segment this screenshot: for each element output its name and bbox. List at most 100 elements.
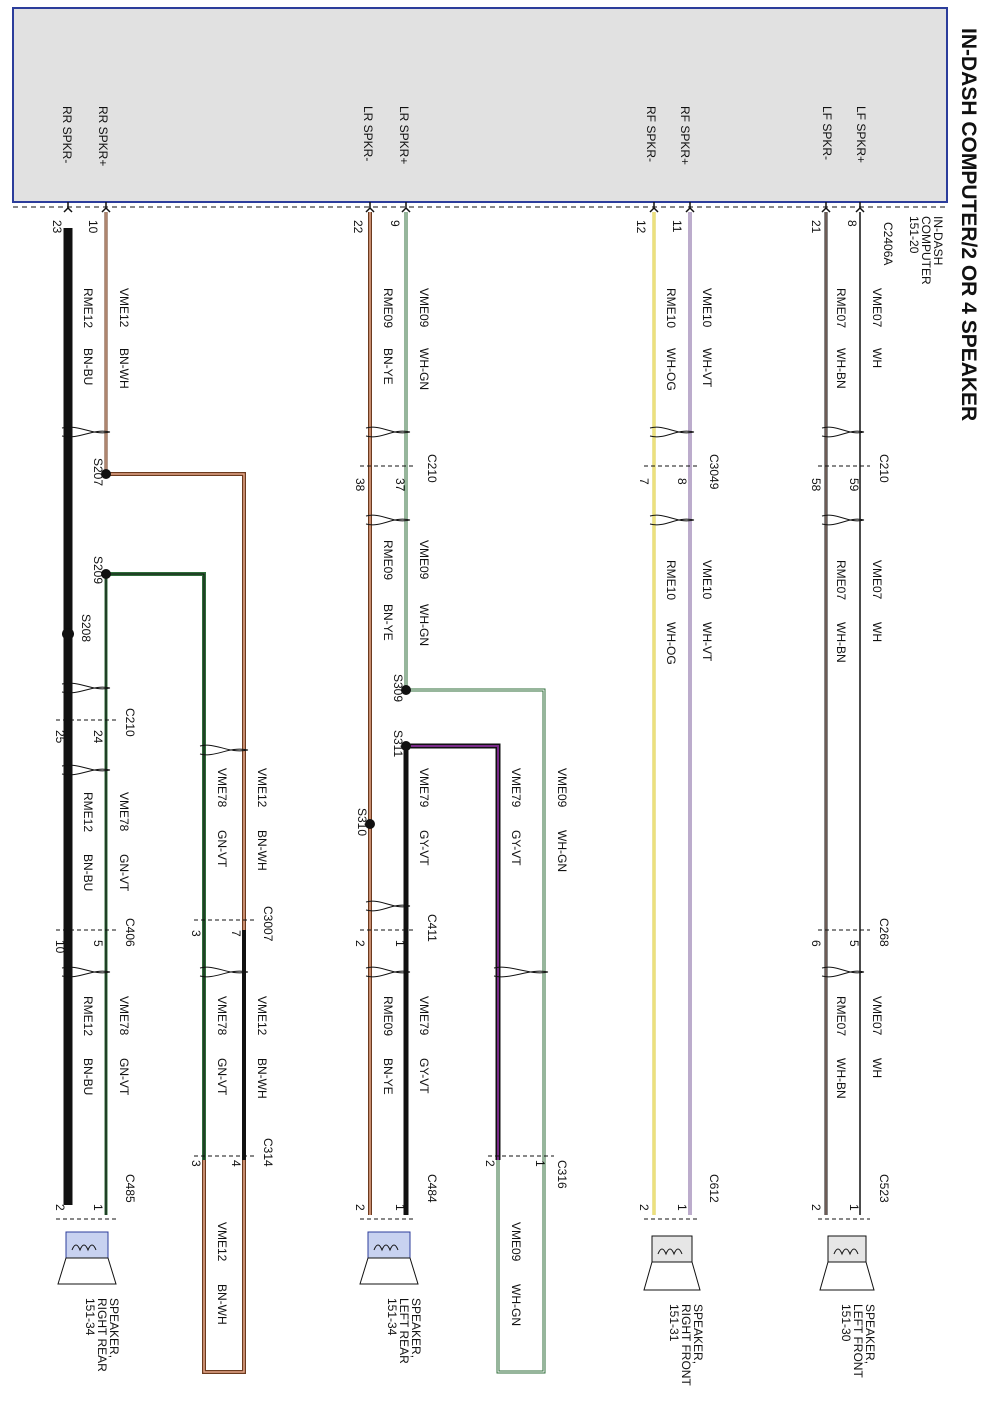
label-gnvt: GN-VT <box>215 830 229 868</box>
label-gyvt: GY-VT <box>509 830 523 866</box>
label-bnwh: BN-WH <box>215 1284 229 1325</box>
module-box <box>12 7 948 203</box>
label-name: SPEAKER, <box>863 1304 877 1364</box>
label-p25: 25 <box>53 730 67 744</box>
label-vme79: VME79 <box>417 996 431 1036</box>
label-p2: 2 <box>637 1204 651 1211</box>
label-ref: 151-30 <box>839 1304 853 1342</box>
label-c523: C523 <box>877 1174 891 1203</box>
pin-num-22: 22 <box>351 220 365 234</box>
label-bnbu: BN-BU <box>81 348 95 385</box>
diagram-title: IN-DASH COMPUTER/2 OR 4 SPEAKER <box>957 28 980 421</box>
pin-num-10: 10 <box>86 220 100 234</box>
label-p8: 8 <box>675 478 689 485</box>
label-name: SPEAKER, <box>691 1304 705 1364</box>
label-p1: 1 <box>533 1160 547 1167</box>
label-bnbu: BN-BU <box>81 854 95 891</box>
label-p7: 7 <box>637 478 651 485</box>
label-ref: 151-34 <box>83 1298 97 1336</box>
label-c210: C210 <box>123 708 137 737</box>
label-p59: 59 <box>847 478 861 492</box>
label-p6: 6 <box>809 940 823 947</box>
label-rme10: RME10 <box>664 288 678 328</box>
label-s309: S309 <box>391 674 405 702</box>
lf-wire-labels: VME07 WH RME07 WH-BN VME07 WH RME07 WH-B… <box>809 288 891 1211</box>
label-c210: C210 <box>877 454 891 483</box>
label-c484: C484 <box>425 1174 439 1203</box>
label-rme09: RME09 <box>381 288 395 328</box>
label-c3049: C3049 <box>707 454 721 490</box>
label-whvt: WH-VT <box>700 622 714 662</box>
label-p2: 2 <box>483 1160 497 1167</box>
lr-wires <box>360 212 554 1374</box>
label-bnye: BN-YE <box>381 1058 395 1095</box>
module-pin-labels: LF SPKR+ LF SPKR- RF SPKR+ RF SPKR- LR S… <box>60 106 868 166</box>
pin-num-21: 21 <box>809 220 823 234</box>
label-p1: 1 <box>91 1204 105 1211</box>
module-label: IN-DASH COMPUTER 151-20 C2406A <box>881 216 945 285</box>
pin-num-11: 11 <box>670 220 684 233</box>
label-c314: C314 <box>261 1138 275 1167</box>
speaker-right-rear: SPEAKER, RIGHT REAR 151-34 <box>57 1231 121 1372</box>
label-gyvt: GY-VT <box>417 830 431 866</box>
pin-num-9: 9 <box>388 220 402 227</box>
module-name: IN-DASH <box>931 216 945 265</box>
label-vme79: VME79 <box>509 768 523 808</box>
label-whgn: WH-GN <box>555 830 569 872</box>
label-rme10: RME10 <box>664 560 678 600</box>
label-bnwh: BN-WH <box>117 348 131 389</box>
module-ref: 151-20 <box>907 216 921 254</box>
label-p38: 38 <box>353 478 367 492</box>
label-p3: 3 <box>189 930 203 937</box>
label-bnwh: BN-WH <box>255 1058 269 1099</box>
label-s208: S208 <box>79 614 93 642</box>
label-c268: C268 <box>877 918 891 947</box>
label-wh: WH <box>870 348 884 368</box>
label-p5: 5 <box>91 940 105 947</box>
label-vme07: VME07 <box>870 996 884 1036</box>
label-vme07: VME07 <box>870 560 884 600</box>
label-ref: 151-34 <box>385 1298 399 1336</box>
pin-label-rr-minus: RR SPKR- <box>60 106 74 163</box>
lr-wire-labels: VME09 WH-GN RME09 BN-YE VME09 WH-GN RME0… <box>353 288 569 1326</box>
label-vme09: VME09 <box>417 540 431 580</box>
label-gnvt: GN-VT <box>215 1058 229 1096</box>
label-p2: 2 <box>53 1204 67 1211</box>
label-whbn: WH-BN <box>834 622 848 663</box>
label-name2: LEFT FRONT <box>851 1304 865 1378</box>
label-rme09: RME09 <box>381 540 395 580</box>
label-p1: 1 <box>675 1204 689 1211</box>
label-vme09: VME09 <box>417 288 431 328</box>
label-name2: LEFT REAR <box>397 1298 411 1364</box>
pin-label-rr-plus: RR SPKR+ <box>96 106 110 166</box>
label-rme07: RME07 <box>834 288 848 328</box>
label-s311: S311 <box>391 730 405 757</box>
label-p2: 2 <box>809 1204 823 1211</box>
label-rme12: RME12 <box>81 996 95 1036</box>
rr-wires <box>56 212 254 1374</box>
pin-label-lf-minus: LF SPKR- <box>820 106 834 160</box>
speaker-right-front: SPEAKER, RIGHT FRONT 151-31 <box>643 1235 705 1386</box>
label-whog: WH-OG <box>664 348 678 391</box>
rf-wires <box>644 212 700 1220</box>
label-whgn: WH-GN <box>417 348 431 390</box>
label-vme10: VME10 <box>700 288 714 328</box>
label-p3: 3 <box>189 1160 203 1167</box>
label-c316: C316 <box>555 1160 569 1189</box>
label-p7: 7 <box>229 930 243 937</box>
label-vme12: VME12 <box>255 996 269 1036</box>
speaker-left-rear: SPEAKER, LEFT REAR 151-34 <box>359 1231 423 1364</box>
label-bnye: BN-YE <box>381 604 395 641</box>
label-vme09: VME09 <box>509 1222 523 1262</box>
label-p4: 4 <box>229 1160 243 1167</box>
label-whgn: WH-GN <box>509 1284 523 1326</box>
module-name-2: COMPUTER <box>919 216 933 285</box>
label-rme12: RME12 <box>81 288 95 328</box>
label-vme12: VME12 <box>215 1222 229 1262</box>
label-gyvt: GY-VT <box>417 1058 431 1094</box>
label-ref: 151-31 <box>667 1304 681 1342</box>
label-vme78: VME78 <box>215 996 229 1036</box>
label-name: SPEAKER, <box>409 1298 423 1358</box>
label-wh: WH <box>870 1058 884 1078</box>
